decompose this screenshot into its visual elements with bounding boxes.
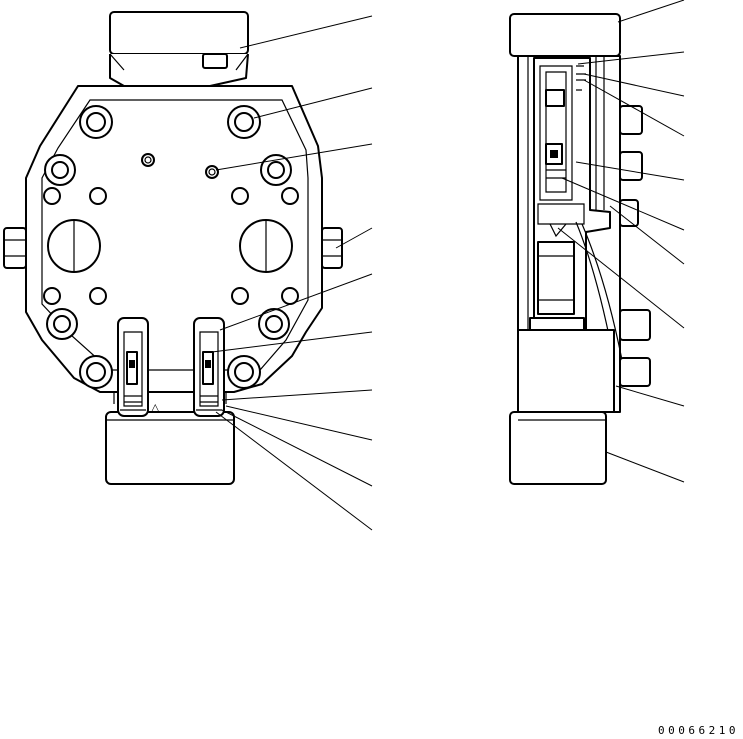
side-solenoid-coil [538,242,574,314]
front-view: △ [4,12,342,484]
side-ports [620,106,650,386]
side-bottom-block [510,412,606,484]
drawing-code: 00066210 [658,724,739,737]
left-hex-plug [4,228,26,268]
side-view [510,14,650,484]
solenoid-cartridge-left [118,318,148,416]
top-cap [110,12,248,54]
front-leader-lines [212,16,372,530]
side-leader-lines [558,0,684,482]
body-bolts [45,106,291,388]
bottom-solenoid-block [106,412,234,484]
cap-plug [203,54,227,68]
small-holes [44,154,298,304]
right-hex-plug [322,228,342,268]
side-top-cap [510,14,620,56]
caution-symbol: △ [151,401,160,414]
solenoid-cartridge-right [194,318,224,416]
main-ports [48,220,292,272]
